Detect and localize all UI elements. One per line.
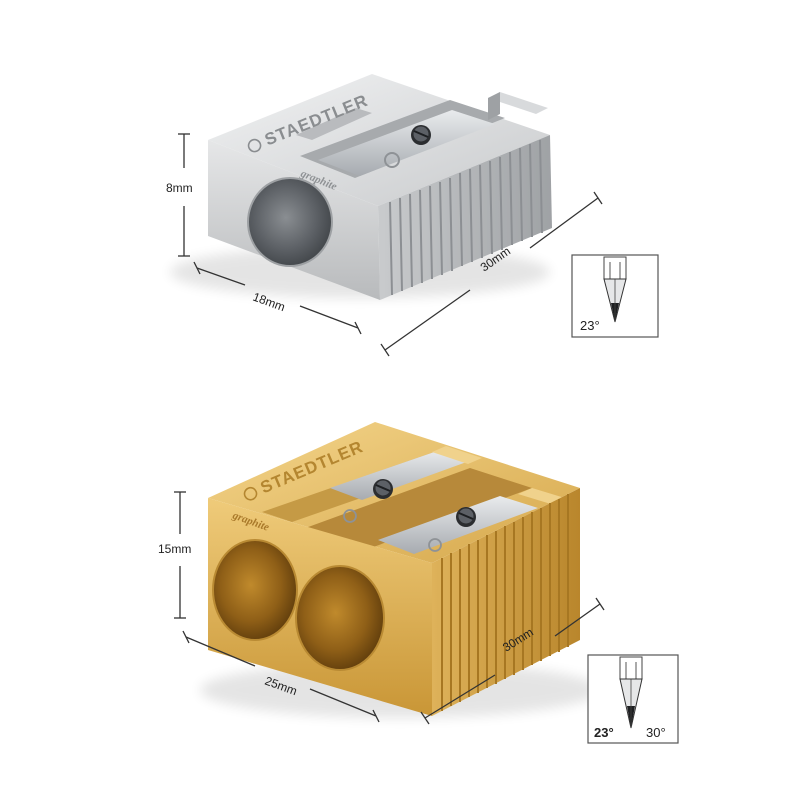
length-dimension (380, 191, 603, 357)
screw-icon (373, 479, 393, 499)
sharpener-hole (248, 178, 332, 266)
screw-icon (456, 507, 476, 527)
height-dimension (178, 133, 190, 257)
height-dimension (174, 491, 186, 619)
width-dimension (193, 261, 362, 335)
width-dimension (182, 630, 380, 723)
height-label: 15mm (158, 542, 191, 556)
length-dimension (420, 597, 605, 725)
screw-icon (411, 125, 431, 145)
gold-sharpener: STAEDTLER graphite 15mm 25mm (158, 422, 679, 744)
angle-inset (571, 254, 659, 338)
angle-inset (587, 654, 679, 744)
angle-label-secondary: 30° (646, 725, 666, 740)
angle-label-primary: 23° (580, 318, 600, 333)
grip-ribs (441, 494, 569, 711)
grip-ribs (389, 139, 543, 296)
silver-sharpener: STAEDTLER graphite 8mm 18mm (166, 74, 659, 357)
sharpener-hole (296, 566, 384, 670)
sharpener-hole (213, 540, 297, 640)
angle-label-primary: 23° (594, 725, 614, 740)
height-label: 8mm (166, 181, 193, 195)
